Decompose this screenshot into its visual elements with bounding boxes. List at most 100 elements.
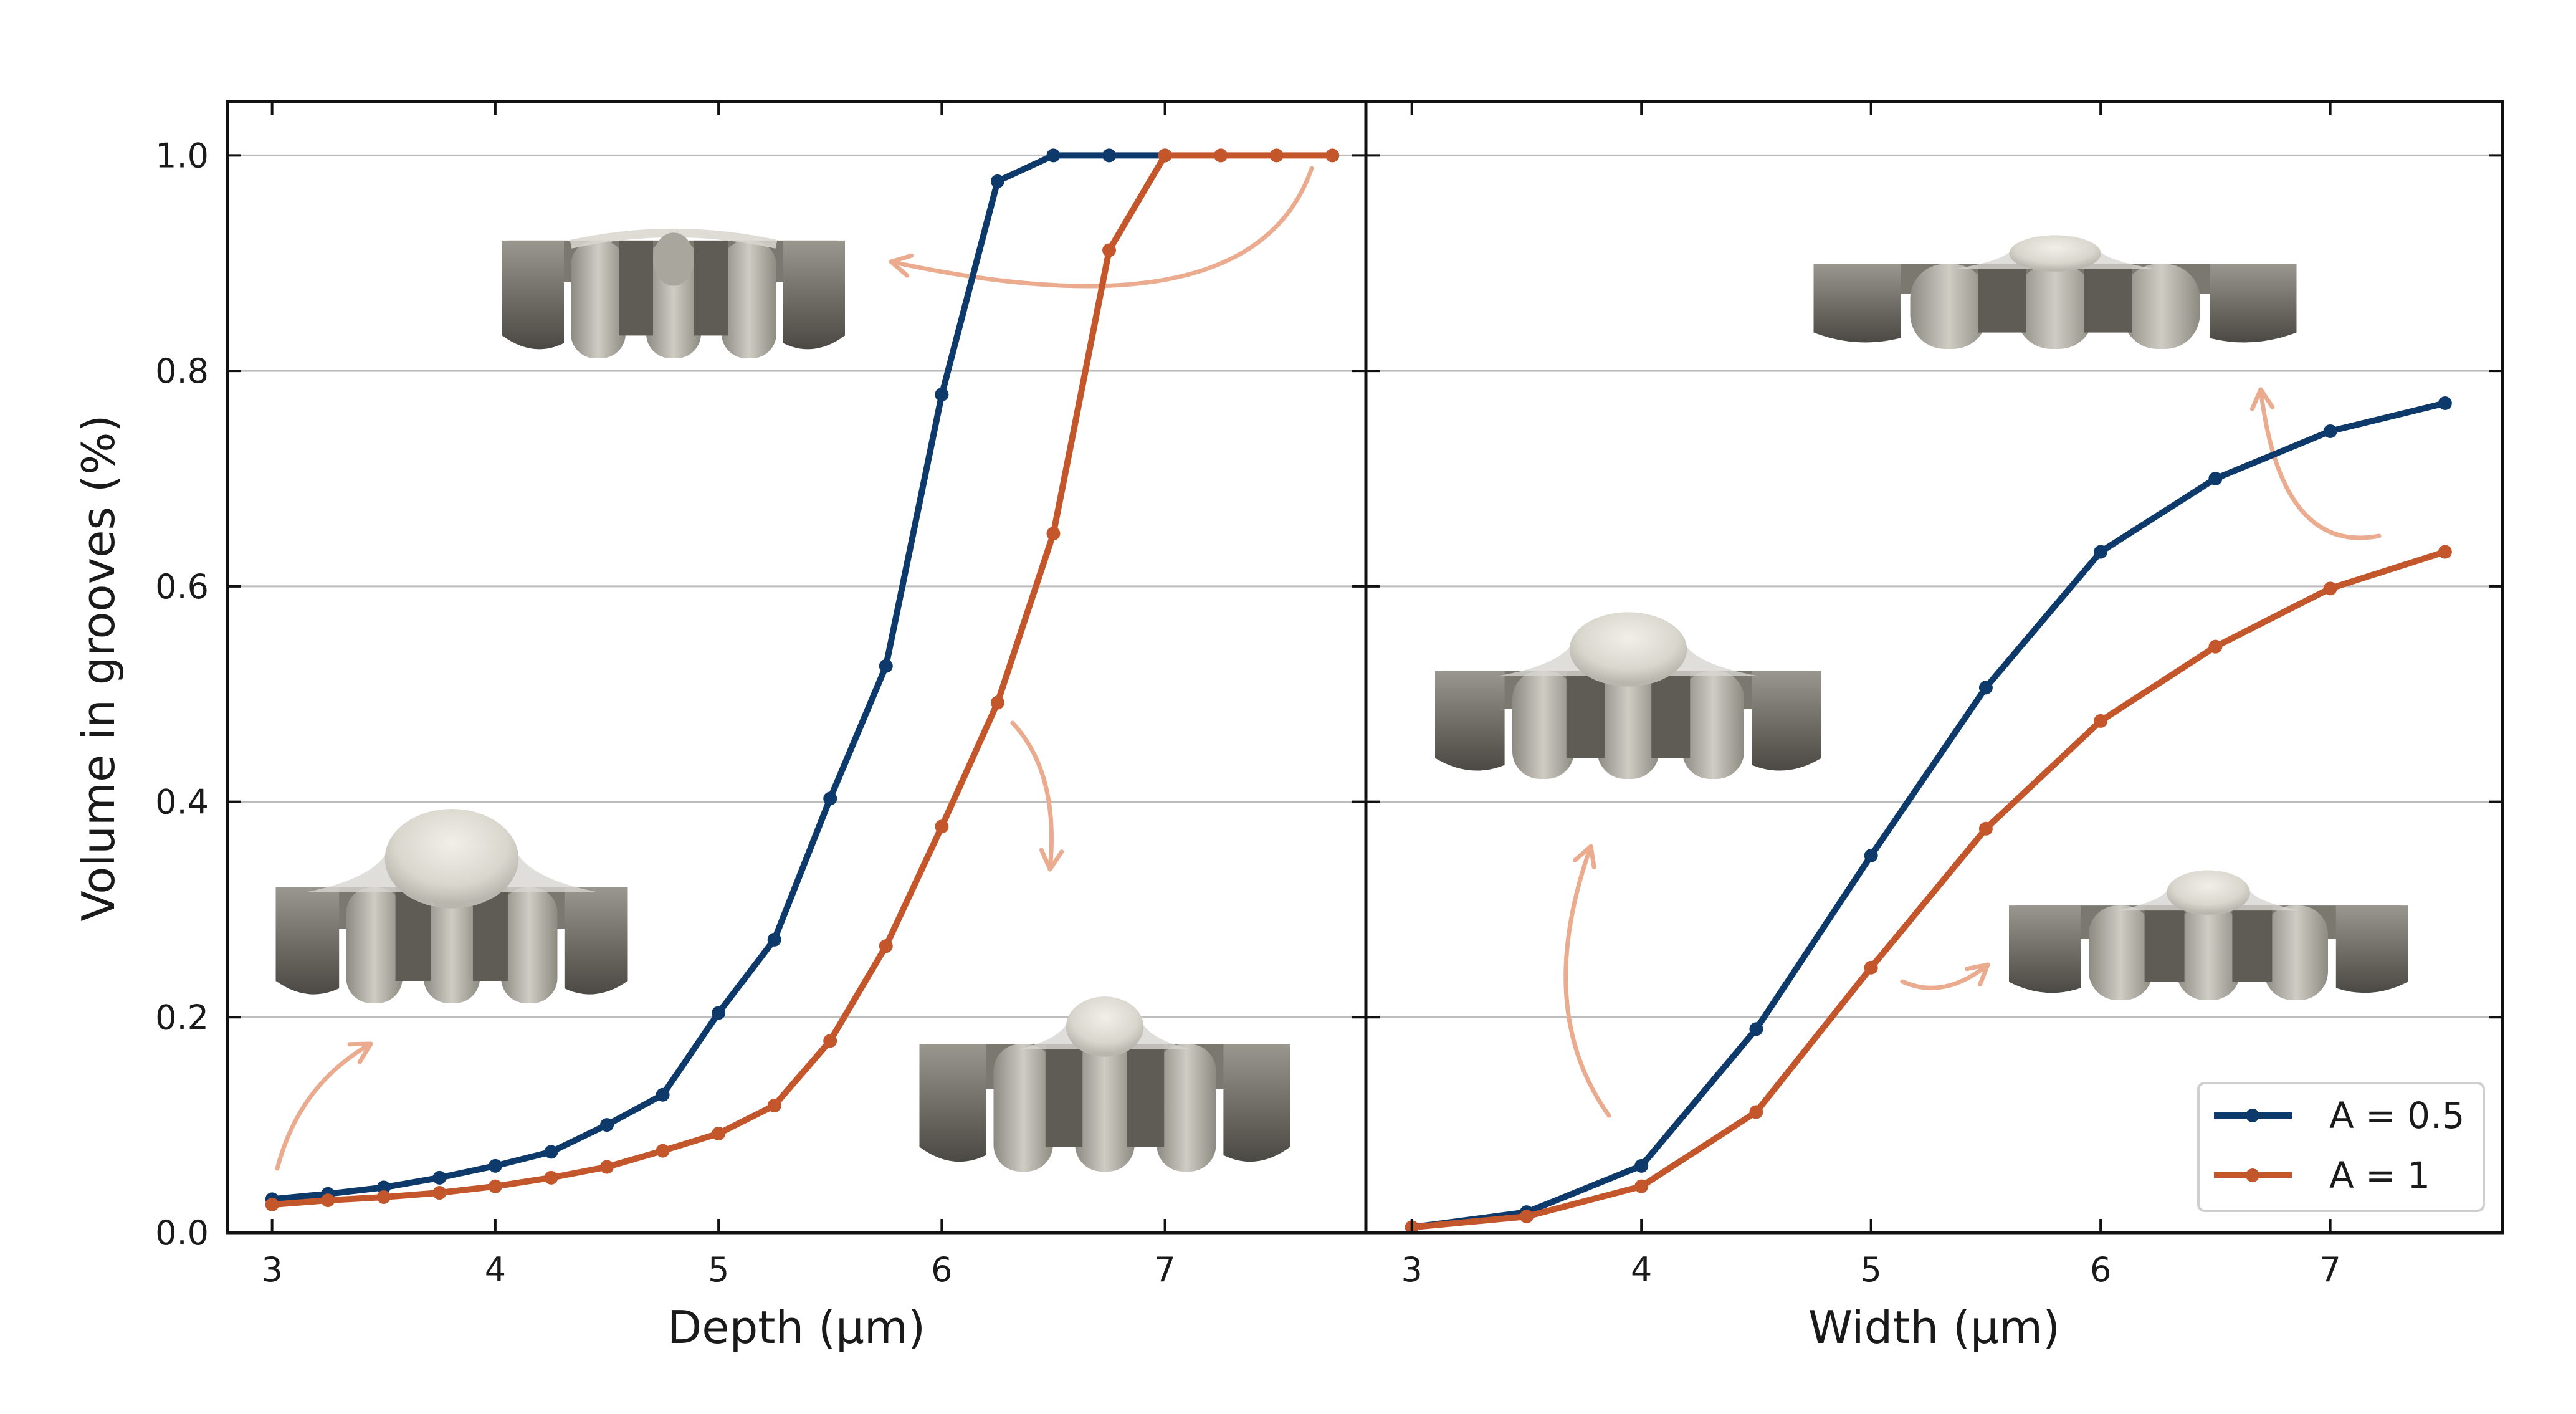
right-gridlines xyxy=(1366,154,2502,1018)
legend-marker-a1 xyxy=(2246,1168,2259,1182)
left-series-line-1 xyxy=(272,152,1333,1208)
left-data-point-1 xyxy=(376,1190,391,1204)
left-data-point-0 xyxy=(767,932,781,947)
inset-mid-left xyxy=(275,809,628,1003)
left-data-point-1 xyxy=(1158,148,1172,163)
arrow-to-top-right-inset xyxy=(2249,387,2382,540)
left-data-point-1 xyxy=(600,1160,614,1174)
inset-mid-right xyxy=(1435,612,1821,779)
right-annotation-arrows xyxy=(1563,387,2382,1118)
arrow-to-bottom-right-inset xyxy=(1900,962,1990,990)
inset-top-right xyxy=(1813,235,2297,349)
left-data-point-1 xyxy=(321,1193,335,1208)
right-data-point-0 xyxy=(1634,1158,1649,1173)
right-data-point-1 xyxy=(2208,639,2223,654)
legend: A = 0.5 A = 1 xyxy=(2197,1082,2485,1212)
right-data-point-0 xyxy=(2208,472,2223,485)
left-data-point-0 xyxy=(544,1145,558,1159)
right-data-point-1 xyxy=(1749,1105,1763,1119)
arrow-to-mid-left-inset xyxy=(275,1041,373,1171)
inset-bottom-right xyxy=(2009,870,2408,1000)
legend-marker-a05 xyxy=(2246,1109,2259,1122)
right-data-point-1 xyxy=(2323,581,2337,596)
right-insets xyxy=(1435,235,2408,1000)
right-x-tick-label: 3 xyxy=(1401,1250,1423,1289)
y-tick-label: 1.0 xyxy=(155,136,209,175)
y-tick-label: 0.8 xyxy=(155,351,209,391)
left-data-point-0 xyxy=(600,1118,614,1132)
right-plot-frame xyxy=(1364,100,2504,1235)
left-x-tick-label: 7 xyxy=(1154,1250,1175,1289)
left-data-point-1 xyxy=(1046,527,1061,541)
left-data-point-0 xyxy=(935,388,949,402)
y-tick-label: 0.2 xyxy=(155,998,209,1037)
left-data-point-0 xyxy=(656,1087,670,1102)
left-x-tick-label: 5 xyxy=(708,1250,729,1289)
left-data-point-0 xyxy=(990,174,1004,188)
arrow-to-mid-right-inset xyxy=(1563,844,1611,1118)
right-series-line-1 xyxy=(1411,548,2446,1231)
left-data-point-1 xyxy=(656,1144,670,1158)
right-data-point-0 xyxy=(1749,1022,1763,1036)
left-x-tick-label: 3 xyxy=(261,1250,282,1289)
left-data-point-1 xyxy=(488,1179,502,1193)
left-data-point-1 xyxy=(544,1170,558,1185)
left-annotation-arrows xyxy=(275,166,1314,1171)
right-data-point-0 xyxy=(2323,424,2337,438)
right-data-point-0 xyxy=(2438,396,2452,410)
legend-label-a1: A = 1 xyxy=(2329,1154,2430,1197)
left-data-point-1 xyxy=(1325,148,1340,163)
right-panel: 3 4 5 6 7 Width (μm) xyxy=(1364,100,2504,1354)
left-data-point-1 xyxy=(767,1099,781,1113)
y-tick-label: 0.4 xyxy=(155,783,209,822)
left-series-lines xyxy=(265,148,1340,1212)
right-data-point-1 xyxy=(1634,1179,1649,1193)
right-data-point-1 xyxy=(2438,545,2452,559)
right-x-tick-label: 4 xyxy=(1631,1250,1652,1289)
right-data-point-1 xyxy=(1519,1210,1534,1224)
left-data-point-0 xyxy=(823,791,837,806)
left-insets xyxy=(275,228,1290,1172)
left-data-point-1 xyxy=(1214,148,1228,163)
left-data-point-0 xyxy=(879,659,893,673)
left-data-point-0 xyxy=(488,1158,502,1173)
inset-bottom-left xyxy=(919,996,1290,1172)
right-x-axis-label: Width (μm) xyxy=(1808,1301,2060,1354)
left-x-tick-label: 6 xyxy=(931,1250,952,1289)
left-data-point-0 xyxy=(712,1006,726,1020)
right-series-lines xyxy=(1405,396,2452,1235)
left-ticks: 0.0 0.2 0.4 0.6 0.8 1.0 3 4 5 6 7 xyxy=(155,102,1366,1289)
right-x-tick-label: 6 xyxy=(2090,1250,2111,1289)
y-tick-label: 0.6 xyxy=(155,567,209,606)
y-tick-label: 0.0 xyxy=(155,1213,209,1253)
right-ticks: 3 4 5 6 7 xyxy=(1366,102,2502,1289)
left-data-point-0 xyxy=(432,1170,447,1185)
left-data-point-1 xyxy=(879,939,893,953)
right-data-point-1 xyxy=(2094,714,2108,728)
left-data-point-0 xyxy=(376,1180,391,1195)
left-data-point-1 xyxy=(1102,243,1117,257)
left-data-point-1 xyxy=(265,1198,279,1212)
right-data-point-0 xyxy=(1978,681,1993,695)
y-axis-label: Volume in grooves (%) xyxy=(72,415,125,922)
left-gridlines xyxy=(227,154,1366,1018)
inset-top-left xyxy=(502,228,845,358)
left-data-point-1 xyxy=(935,819,949,834)
left-data-point-1 xyxy=(823,1034,837,1048)
left-data-point-1 xyxy=(990,695,1004,710)
right-data-point-0 xyxy=(1864,849,1878,862)
right-x-tick-label: 5 xyxy=(1860,1250,1881,1289)
left-data-point-1 xyxy=(1269,148,1284,163)
right-x-tick-label: 7 xyxy=(2319,1250,2340,1289)
arrow-to-bottom-left-inset xyxy=(1010,720,1064,872)
left-data-point-1 xyxy=(432,1186,447,1200)
right-data-point-1 xyxy=(1978,821,1993,836)
right-data-point-0 xyxy=(2094,545,2108,559)
legend-label-a05: A = 0.5 xyxy=(2329,1094,2464,1137)
left-x-tick-label: 4 xyxy=(485,1250,506,1289)
arrow-to-top-left-inset xyxy=(889,166,1314,289)
left-data-point-1 xyxy=(712,1126,726,1140)
